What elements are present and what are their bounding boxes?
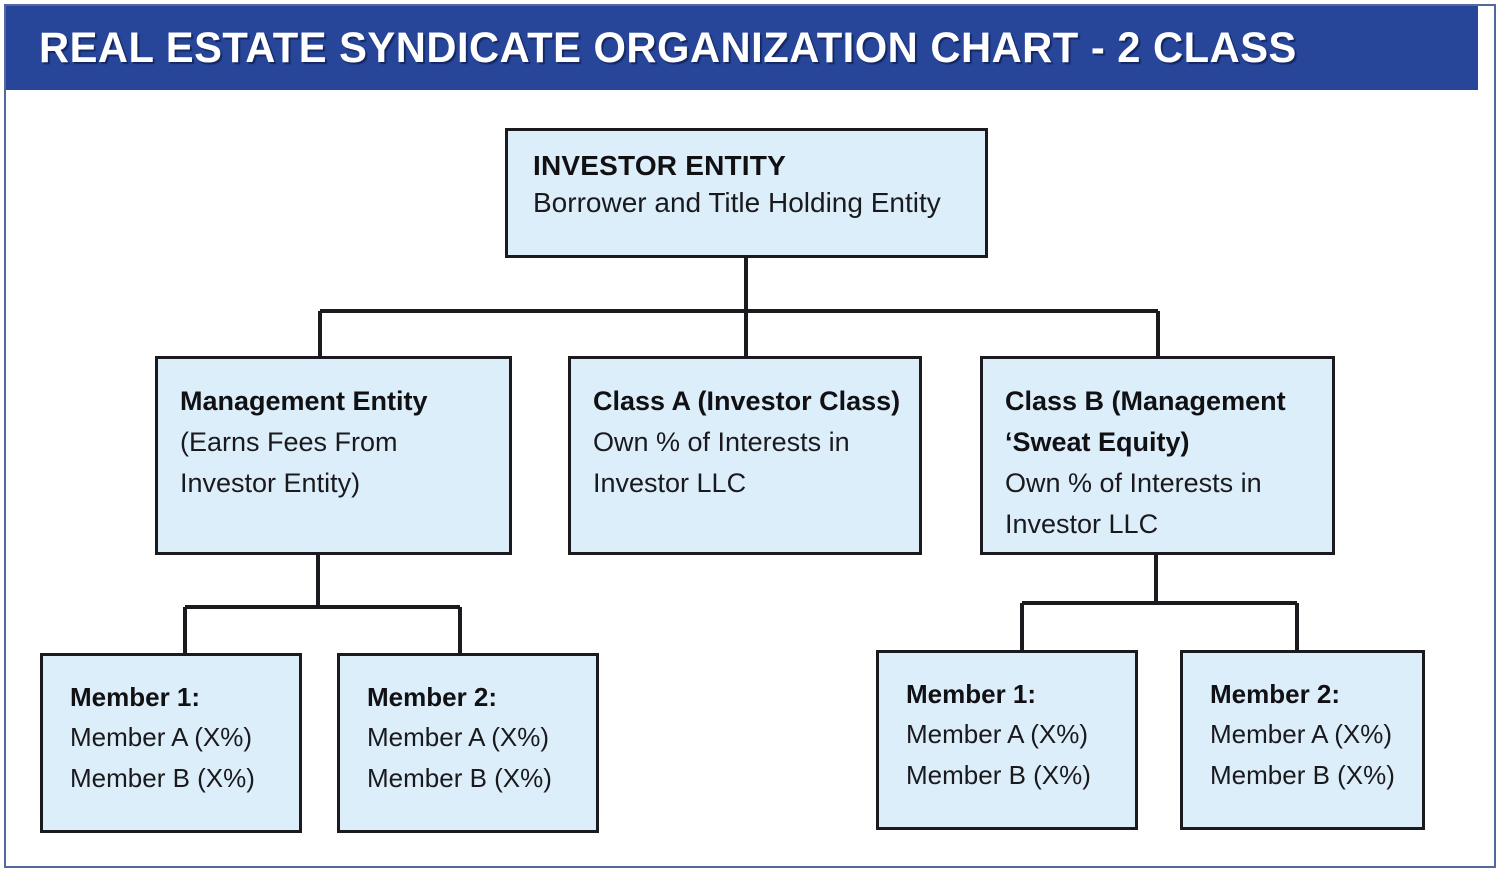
node-line: (Earns Fees From <box>180 427 398 457</box>
node-class-b-member-1[interactable]: Member 1: Member A (X%) Member B (X%) <box>876 650 1138 830</box>
node-title: Member 2: <box>1210 679 1341 709</box>
node-line: Member A (X%) <box>1210 719 1393 749</box>
node-line: Own % of Interests in <box>1005 468 1262 498</box>
node-line: Member B (X%) <box>70 763 255 793</box>
node-title: Member 1: <box>906 679 1037 709</box>
node-line: Member B (X%) <box>367 763 552 793</box>
node-line: Member B (X%) <box>1210 760 1395 790</box>
node-line: Member A (X%) <box>906 719 1089 749</box>
node-title: Member 2: <box>367 682 498 712</box>
page-title: REAL ESTATE SYNDICATE ORGANIZATION CHART… <box>39 24 1297 72</box>
node-title: Class B (Management ‘Sweat Equity) <box>1005 386 1286 457</box>
node-line: Investor Entity) <box>180 468 361 498</box>
node-title: INVESTOR ENTITY <box>533 150 786 181</box>
node-line: Investor LLC <box>593 468 747 498</box>
node-class-b-member-2[interactable]: Member 2: Member A (X%) Member B (X%) <box>1180 650 1425 830</box>
node-management-entity[interactable]: Management Entity (Earns Fees From Inves… <box>155 356 512 555</box>
node-management-member-2[interactable]: Member 2: Member A (X%) Member B (X%) <box>337 653 599 833</box>
node-title: Class A (Investor Class) <box>593 386 901 416</box>
node-management-member-1[interactable]: Member 1: Member A (X%) Member B (X%) <box>40 653 302 833</box>
node-line: Own % of Interests in <box>593 427 850 457</box>
node-class-b[interactable]: Class B (Management ‘Sweat Equity) Own %… <box>980 356 1335 555</box>
node-line: Member A (X%) <box>70 722 253 752</box>
node-line: Investor LLC <box>1005 509 1159 539</box>
node-investor-entity[interactable]: INVESTOR ENTITY Borrower and Title Holdi… <box>505 128 988 258</box>
node-title: Management Entity <box>180 386 428 416</box>
header-banner: REAL ESTATE SYNDICATE ORGANIZATION CHART… <box>6 6 1478 90</box>
node-title: Member 1: <box>70 682 201 712</box>
node-class-a[interactable]: Class A (Investor Class) Own % of Intere… <box>568 356 922 555</box>
node-line: Member A (X%) <box>367 722 550 752</box>
node-line: Borrower and Title Holding Entity <box>533 187 941 218</box>
node-line: Member B (X%) <box>906 760 1091 790</box>
